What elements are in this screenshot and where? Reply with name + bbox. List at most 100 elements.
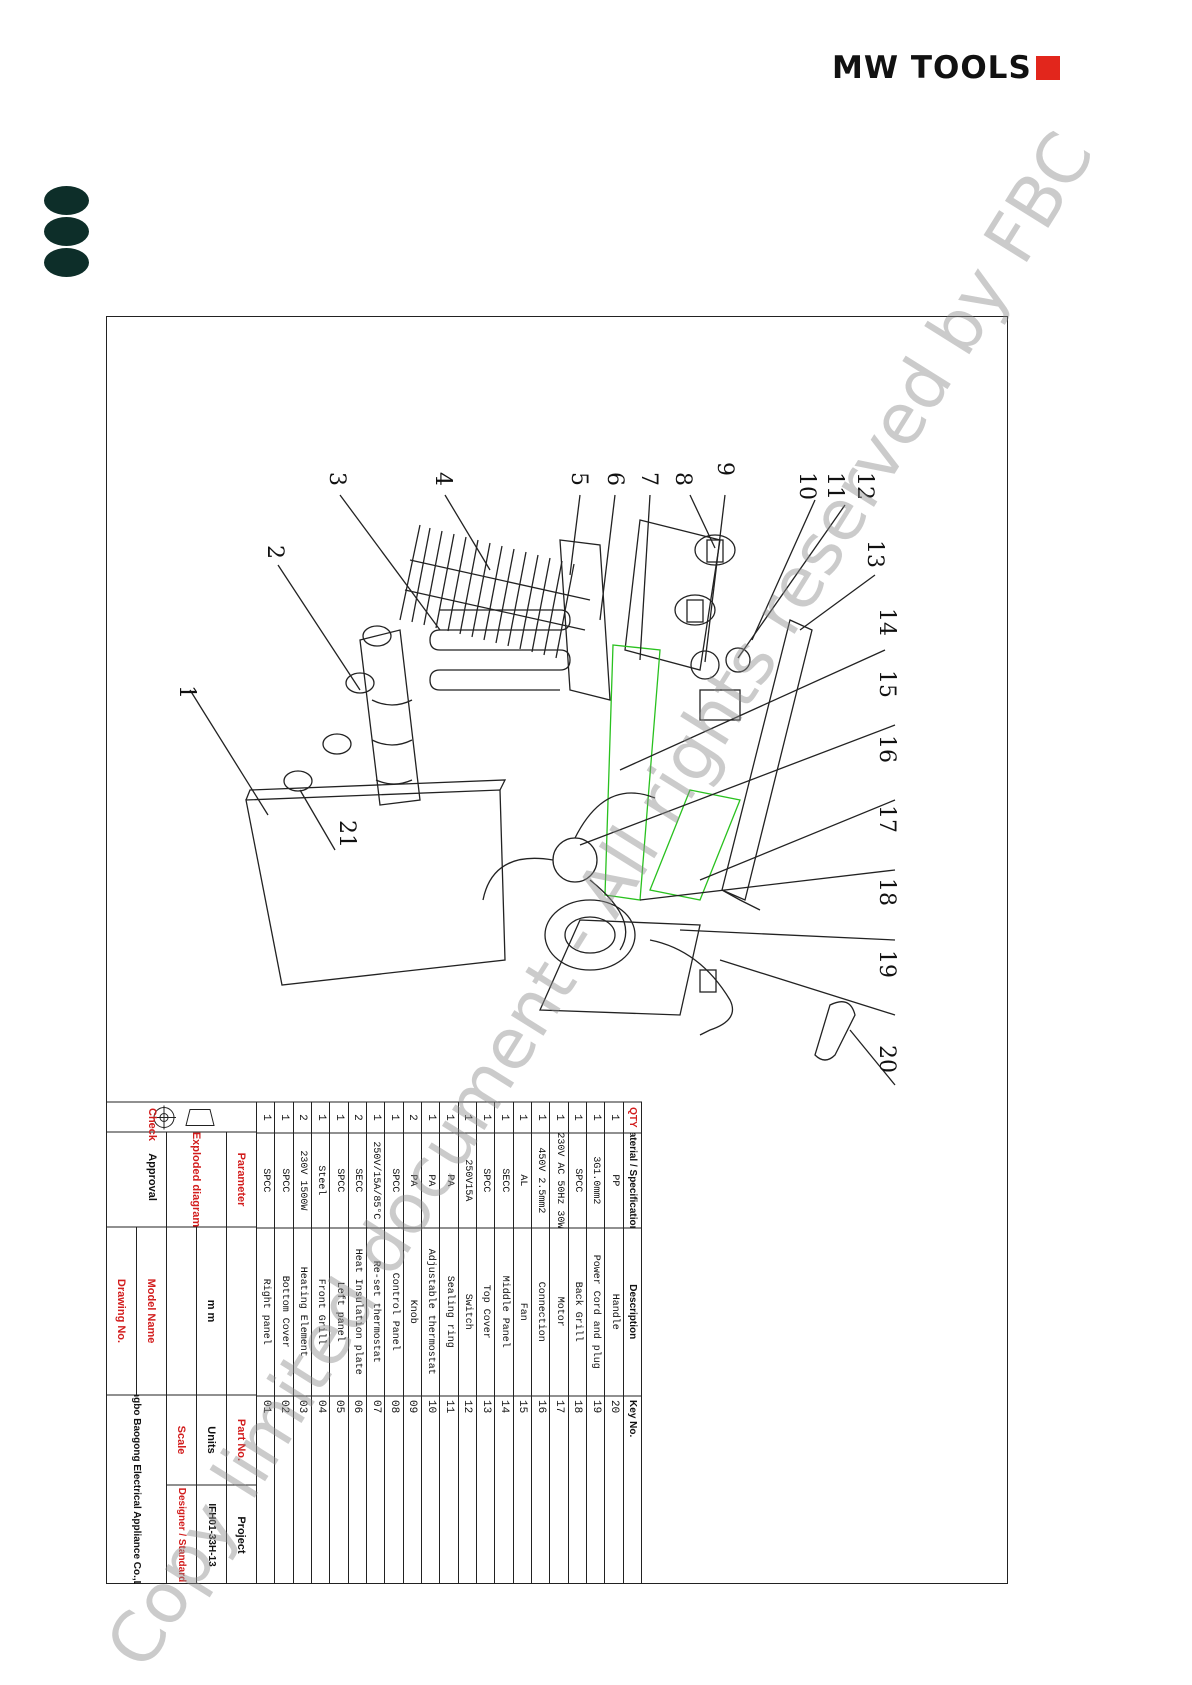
part-qty: 2 <box>293 1101 312 1133</box>
handle-shape <box>814 1001 856 1061</box>
parts-header-row: QTY Material / Specifications Descriptio… <box>622 1101 642 1584</box>
material-header: Material / Specifications <box>623 1132 641 1228</box>
drawing-no-label: Drawing No. <box>106 1227 136 1395</box>
back-grill-shape <box>539 919 701 1016</box>
part-key: 07 <box>367 1395 385 1584</box>
part-qty: 1 <box>532 1101 550 1133</box>
part-material: SPCC <box>275 1132 293 1228</box>
part-qty: 1 <box>385 1101 403 1133</box>
title-block: Parameter Exploded diagram m m Model Nam… <box>106 1101 256 1584</box>
part-description: Sealing ring <box>440 1227 458 1396</box>
callout-14: 14 <box>874 608 899 636</box>
model-name-label: Model Name <box>136 1227 166 1395</box>
callout-18: 18 <box>874 878 899 906</box>
part-key: 06 <box>348 1395 367 1584</box>
parts-table: QTY Material / Specifications Descriptio… <box>106 1101 642 1584</box>
part-key: 16 <box>532 1395 550 1584</box>
drawing-frame <box>106 316 1008 1584</box>
part-key: 12 <box>458 1395 477 1584</box>
part-material: Steel <box>312 1132 330 1228</box>
bottom-cover-shape <box>359 629 421 806</box>
part-description: Connection <box>532 1227 550 1396</box>
callout-3: 3 <box>324 472 349 486</box>
front-grill-shape <box>399 524 591 659</box>
callout-1: 1 <box>174 685 199 699</box>
part-qty: 1 <box>330 1101 348 1133</box>
part-key: 08 <box>385 1395 403 1584</box>
section-dot <box>44 217 89 246</box>
section-dot <box>44 248 89 277</box>
part-material: SPCC <box>568 1132 587 1228</box>
part-description: Middle Panel <box>495 1227 513 1396</box>
part-key: 09 <box>403 1395 422 1584</box>
key-header: Key No. <box>623 1395 641 1584</box>
callout-6: 6 <box>602 472 627 486</box>
callout-9: 9 <box>712 462 737 476</box>
part-description: Handle <box>605 1227 623 1396</box>
left-panel-shape <box>559 539 611 701</box>
callout-16: 16 <box>874 735 899 763</box>
callout-4: 4 <box>430 472 455 486</box>
callout-7: 7 <box>636 472 661 486</box>
part-key: 15 <box>513 1395 532 1584</box>
part-qty: 1 <box>257 1101 275 1133</box>
part-qty: 1 <box>568 1101 587 1133</box>
callout-10: 10 <box>794 472 819 500</box>
callout-11: 11 <box>822 472 847 500</box>
part-description: Top Cover <box>477 1227 495 1396</box>
part-description: Fan <box>513 1227 532 1396</box>
units-value: m m <box>196 1227 226 1395</box>
part-material: SECC <box>495 1132 513 1228</box>
part-key: 05 <box>330 1395 348 1584</box>
part-no-value <box>226 1227 256 1395</box>
heating-element-shape <box>429 609 571 691</box>
part-material: 450V 2.5mm2 <box>532 1132 550 1228</box>
drawing-symbols <box>106 1102 256 1132</box>
callout-5: 5 <box>566 472 591 486</box>
part-key: 13 <box>477 1395 495 1584</box>
part-qty: 2 <box>348 1101 367 1133</box>
scale-label: Scale <box>166 1395 196 1485</box>
brand-logo: MW TOOLS <box>832 50 1060 86</box>
control-panel-shape <box>624 519 721 671</box>
check-approval: Check Approval <box>146 1108 158 1201</box>
part-description: Back Grill <box>568 1227 587 1396</box>
section-dots <box>44 186 89 279</box>
brand-flag-icon <box>1035 56 1060 80</box>
part-key: 14 <box>495 1395 513 1584</box>
fan-shape <box>482 792 656 951</box>
drawing-title: Exploded diagram <box>166 1132 226 1227</box>
part-material: 230V AC 50Hz 30W <box>550 1132 568 1228</box>
check-label: Check <box>146 1108 158 1142</box>
part-qty: 1 <box>367 1101 385 1133</box>
part-description: Power Cord and plug <box>587 1227 605 1396</box>
part-description: Motor <box>550 1227 568 1396</box>
callout-20: 20 <box>874 1045 899 1073</box>
callout-15: 15 <box>874 670 899 698</box>
part-qty: 1 <box>275 1101 293 1133</box>
part-qty: 1 <box>587 1101 605 1133</box>
right-panel-shape <box>245 789 506 986</box>
part-key: 18 <box>568 1395 587 1584</box>
section-dot <box>44 186 89 215</box>
part-material: SPCC <box>330 1132 348 1228</box>
parts-table-wrapper: QTY Material / Specifications Descriptio… <box>106 1101 642 1584</box>
part-description: Switch <box>458 1227 477 1396</box>
part-key: 20 <box>605 1395 623 1584</box>
scale-value <box>166 1227 196 1395</box>
part-qty: 1 <box>312 1101 330 1133</box>
callout-21: 21 <box>334 820 359 848</box>
brand-name: MW TOOLS <box>832 50 1032 86</box>
part-key: 19 <box>587 1395 605 1584</box>
part-qty: 1 <box>605 1101 623 1133</box>
power-cord-shape <box>649 939 734 1036</box>
approval-label: Approval <box>146 1153 158 1201</box>
callout-2: 2 <box>262 545 287 559</box>
part-qty: 1 <box>550 1101 568 1133</box>
